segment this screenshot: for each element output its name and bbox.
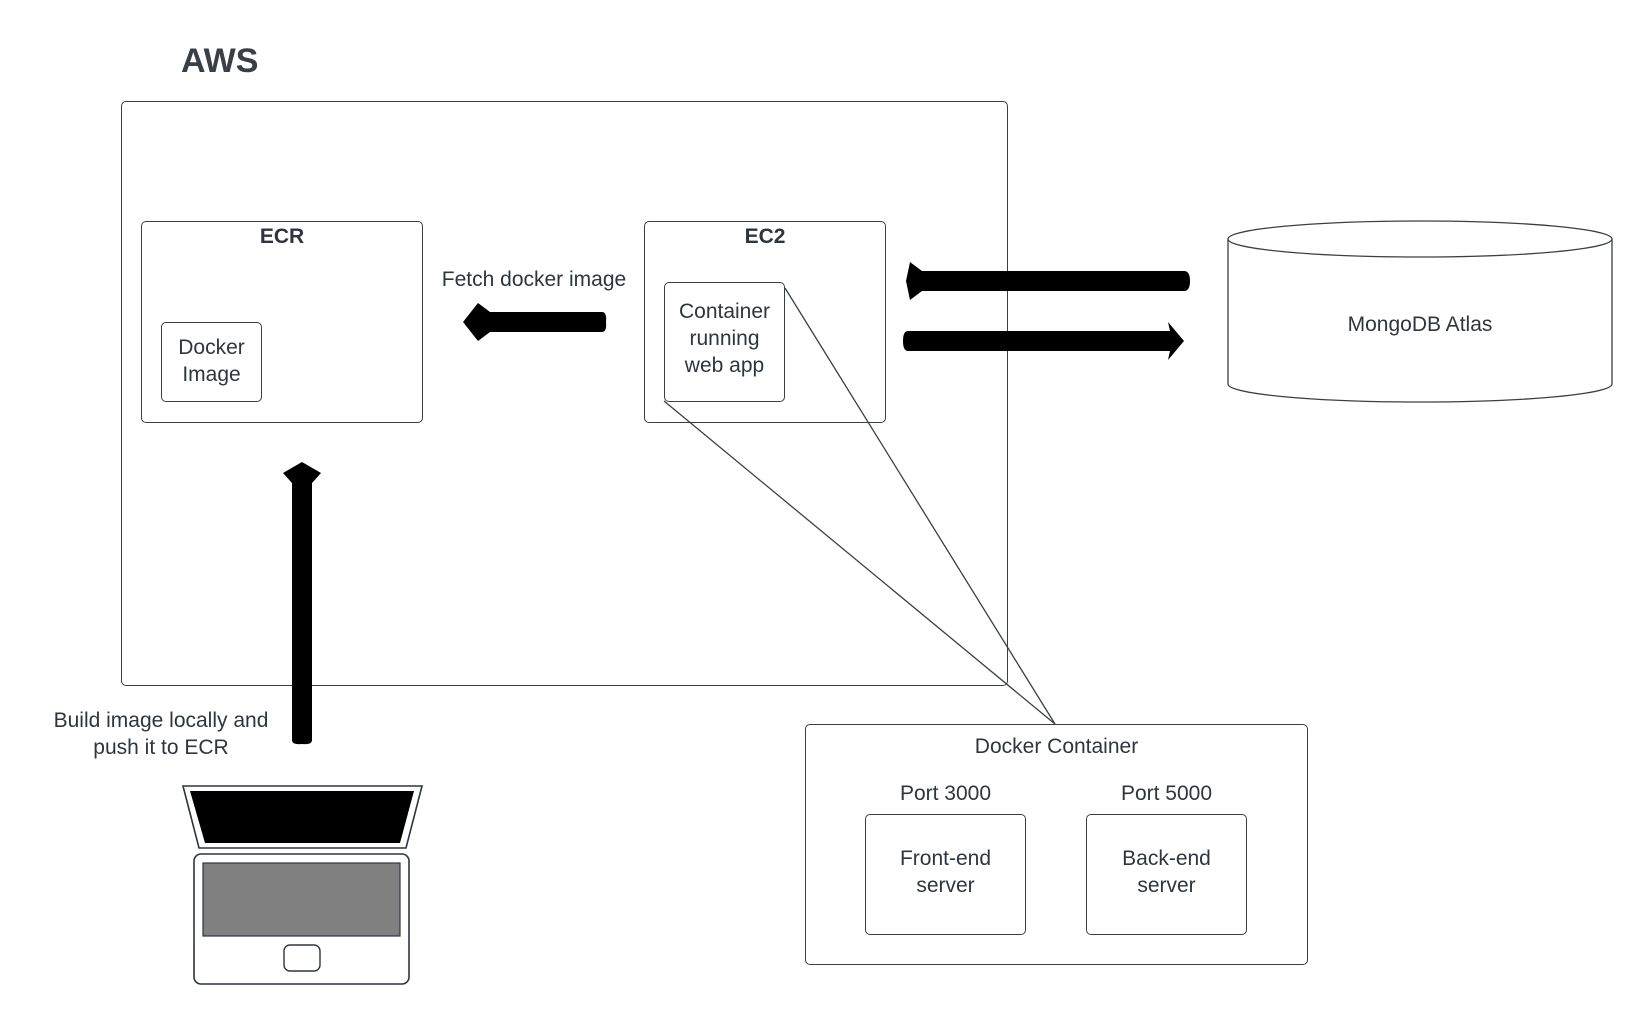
aws-title: AWS (181, 42, 259, 80)
docker-image-box (161, 322, 262, 402)
ecr-title: ECR (259, 225, 305, 248)
ec2-title: EC2 (744, 225, 786, 248)
front-end-server-box (865, 814, 1026, 935)
back-end-server-box (1086, 814, 1247, 935)
back-end-server-label: Back-end server (1122, 847, 1211, 897)
ecr-box (141, 221, 423, 423)
docker-image-label: Docker Image (178, 336, 245, 386)
mongodb-atlas-cylinder (1227, 220, 1613, 403)
port-3000-label: Port 3000 (899, 782, 992, 805)
laptop-icon (181, 785, 424, 985)
web-app-container-label: Container running web app (678, 300, 771, 377)
front-end-server-label: Front-end server (899, 847, 992, 897)
mongodb-atlas-label: MongoDB Atlas (1347, 313, 1493, 336)
build-push-label: Build image locally and push it to ECR (53, 709, 269, 759)
fetch-image-label: Fetch docker image (441, 268, 627, 291)
port-5000-label: Port 5000 (1120, 782, 1213, 805)
docker-container-box (805, 724, 1308, 965)
docker-container-title: Docker Container (974, 735, 1139, 758)
